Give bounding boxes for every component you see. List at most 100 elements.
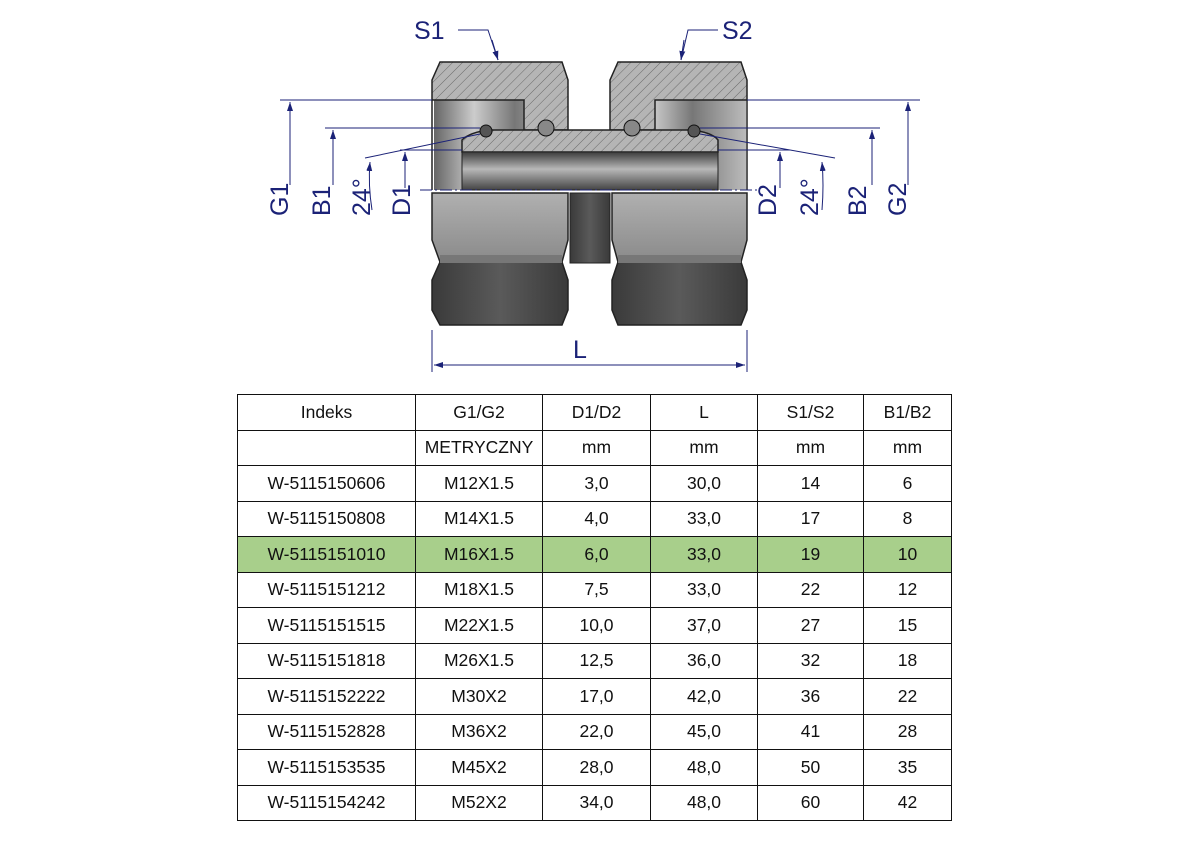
- table-cell: 17: [757, 500, 864, 537]
- table-cell: W-5115153535: [237, 749, 416, 786]
- hex-body-lower: [431, 192, 748, 326]
- table-cell: 37,0: [650, 607, 758, 644]
- label-s1: S1: [414, 17, 445, 45]
- table-cell: 48,0: [650, 749, 758, 786]
- label-b2: B2: [844, 185, 872, 216]
- table-cell: M18X1.5: [415, 571, 543, 608]
- table-cell: 8: [863, 500, 952, 537]
- table-cell: METRYCZNY: [415, 429, 543, 466]
- table-cell: 6,0: [542, 536, 651, 573]
- table-cell: W-5115150606: [237, 465, 416, 502]
- label-angle2: 24°: [796, 178, 824, 216]
- table-cell: 36,0: [650, 642, 758, 679]
- label-s2: S2: [722, 17, 753, 45]
- table-cell: M26X1.5: [415, 642, 543, 679]
- table-cell: 42: [863, 784, 952, 821]
- table-cell: 33,0: [650, 500, 758, 537]
- label-l: L: [573, 336, 587, 364]
- table-cell: 28: [863, 713, 952, 750]
- table-cell: 12,5: [542, 642, 651, 679]
- table-cell: 32: [757, 642, 864, 679]
- table-cell: 12: [863, 571, 952, 608]
- table-cell: 22: [757, 571, 864, 608]
- table-cell: L: [650, 394, 758, 431]
- label-d2: D2: [754, 184, 782, 216]
- table-cell: 10: [863, 536, 952, 573]
- table-cell: B1/B2: [863, 394, 952, 431]
- table-cell: D1/D2: [542, 394, 651, 431]
- table-cell: 28,0: [542, 749, 651, 786]
- table-cell: 35: [863, 749, 952, 786]
- table-cell: 33,0: [650, 536, 758, 573]
- table-cell: mm: [757, 429, 864, 466]
- table-cell: M36X2: [415, 713, 543, 750]
- table-cell: 4,0: [542, 500, 651, 537]
- table-cell: W-5115151818: [237, 642, 416, 679]
- table-cell: W-5115152222: [237, 678, 416, 715]
- section-view: [420, 61, 760, 191]
- table-cell: 22: [863, 678, 952, 715]
- table-cell: 33,0: [650, 571, 758, 608]
- table-cell: mm: [650, 429, 758, 466]
- label-angle1: 24°: [348, 178, 376, 216]
- dimension-labels: S1 S2 G1 B1 24° D1 D2 24° B2 G2 L: [266, 17, 912, 364]
- dimensions: [280, 29, 920, 372]
- table-cell: mm: [863, 429, 952, 466]
- table-cell: M30X2: [415, 678, 543, 715]
- table-cell: 48,0: [650, 784, 758, 821]
- table-cell: W-5115154242: [237, 784, 416, 821]
- label-d1: D1: [388, 184, 416, 216]
- table-cell: 7,5: [542, 571, 651, 608]
- table-cell: W-5115151212: [237, 571, 416, 608]
- label-g2: G2: [884, 183, 912, 216]
- table-cell: W-5115151010: [237, 536, 416, 573]
- table-cell: 50: [757, 749, 864, 786]
- table-cell: 30,0: [650, 465, 758, 502]
- table-cell: S1/S2: [757, 394, 864, 431]
- fitting-drawing: S1 S2 G1 B1 24° D1 D2 24° B2 G2 L: [266, 17, 920, 372]
- table-cell: 34,0: [542, 784, 651, 821]
- table-cell: M12X1.5: [415, 465, 543, 502]
- table-cell: 17,0: [542, 678, 651, 715]
- table-cell: 18: [863, 642, 952, 679]
- table-cell: 22,0: [542, 713, 651, 750]
- table-cell: 3,0: [542, 465, 651, 502]
- table-cell: W-5115151515: [237, 607, 416, 644]
- label-b1: B1: [308, 185, 336, 216]
- table-cell: 60: [757, 784, 864, 821]
- table-cell: mm: [542, 429, 651, 466]
- table-cell: 42,0: [650, 678, 758, 715]
- table-cell: 41: [757, 713, 864, 750]
- table-cell: [237, 429, 416, 466]
- table-cell: 15: [863, 607, 952, 644]
- table-cell: M45X2: [415, 749, 543, 786]
- table-cell: G1/G2: [415, 394, 543, 431]
- table-cell: M22X1.5: [415, 607, 543, 644]
- table-cell: W-5115150808: [237, 500, 416, 537]
- table-cell: M14X1.5: [415, 500, 543, 537]
- table-cell: M52X2: [415, 784, 543, 821]
- table-cell: 45,0: [650, 713, 758, 750]
- table-cell: W-5115152828: [237, 713, 416, 750]
- table-cell: Indeks: [237, 394, 416, 431]
- table-cell: 6: [863, 465, 952, 502]
- table-cell: M16X1.5: [415, 536, 543, 573]
- table-cell: 10,0: [542, 607, 651, 644]
- table-cell: 36: [757, 678, 864, 715]
- label-g1: G1: [266, 183, 294, 216]
- table-cell: 27: [757, 607, 864, 644]
- table-cell: 19: [757, 536, 864, 573]
- table-cell: 14: [757, 465, 864, 502]
